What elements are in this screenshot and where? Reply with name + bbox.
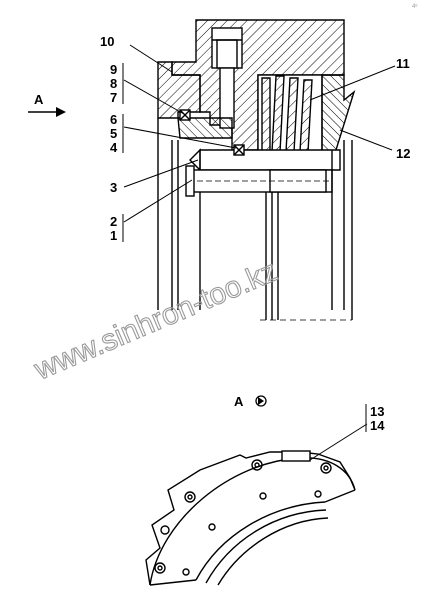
- label-3: 3: [110, 180, 117, 195]
- label-1: 1: [110, 228, 117, 243]
- arc-segment-view: [145, 450, 356, 586]
- label-12: 12: [396, 146, 410, 161]
- spring-package: [257, 74, 323, 156]
- leader-lines: [122, 44, 396, 461]
- arc-outer: [149, 457, 356, 586]
- label-5: 5: [110, 126, 117, 141]
- label-11: 11: [396, 56, 410, 71]
- view-heading: A: [234, 394, 267, 409]
- label-14: 14: [370, 418, 385, 433]
- section-arrow: A: [28, 92, 66, 117]
- section-arrow-label: A: [34, 92, 44, 107]
- label-13: 13: [370, 404, 384, 419]
- view-label: A: [234, 394, 244, 409]
- rotate-icon: [255, 395, 267, 407]
- arc-inner-2: [205, 509, 327, 584]
- section-view: [157, 19, 356, 321]
- label-8: 8: [110, 76, 117, 91]
- label-7: 7: [110, 90, 117, 105]
- boss-13-14: [281, 450, 311, 462]
- label-4: 4: [110, 140, 118, 155]
- lower-ring: [177, 117, 233, 139]
- pressure-plate: [199, 149, 341, 171]
- label-9: 9: [110, 62, 117, 77]
- label-2: 2: [110, 214, 117, 229]
- watermark: www.sinhron-too.kz: [29, 254, 282, 386]
- housing-left-wall: [157, 61, 201, 119]
- arc-outer-lobe: [145, 451, 356, 586]
- arc-inner-3: [217, 517, 329, 586]
- corner-mark: 4ᵉ: [412, 4, 418, 10]
- housing-right: [321, 74, 356, 156]
- label-10: 10: [100, 34, 114, 49]
- part-labels: 10 9 8 7 6 5 4 3 2 1 11 12 13 14: [100, 34, 410, 433]
- label-6: 6: [110, 112, 117, 127]
- arc-inner-1: [195, 501, 326, 581]
